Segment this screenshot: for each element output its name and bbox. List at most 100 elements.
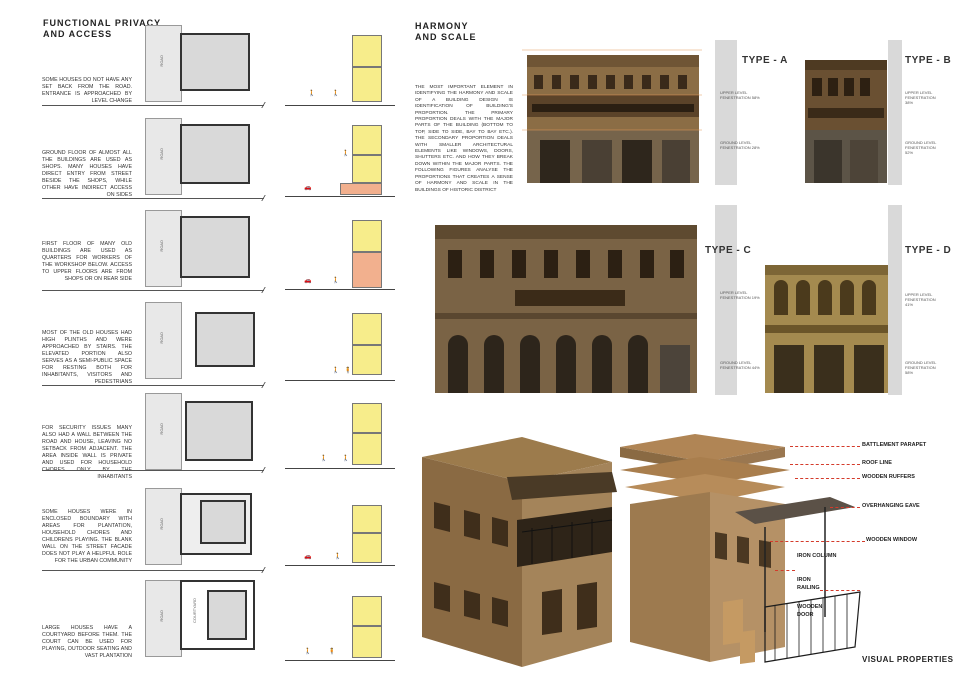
street-section-5: 🚶 🚶 [280,398,400,478]
type-c-label: TYPE - C [705,245,752,256]
type-b-upper-fenestration: UPPER LEVEL FENESTRATION 38% [905,90,939,105]
ground-floor-block [352,67,382,102]
road-strip [145,393,182,470]
road-label: ROAD [159,55,164,67]
type-a-upper-fenestration: UPPER LEVEL FENESTRATION 58% [720,90,760,100]
road-strip [145,118,182,195]
ground-floor-block [352,626,382,658]
facade-drawing [765,265,893,393]
shop-block [340,183,382,195]
facade-drawing [805,60,887,183]
fenestration-pct: 52% [905,150,914,155]
house-footprint [195,312,255,367]
building-render-drawing [422,437,617,667]
title-line-2: AND ACCESS [43,29,113,39]
car-figure: 🚗 [304,554,312,560]
fenestration-pct: 19% [751,295,760,300]
car-figure: 🚗 [304,278,312,284]
callout-line [775,570,795,571]
road-label: ROAD [159,423,164,435]
upper-floor-block [352,403,382,433]
callout-battlement-parapet: BATTLEMENT PARAPET [862,442,927,448]
facade-type-c [420,205,700,395]
fenestration-pct: 58% [751,95,760,100]
upper-floor-block [352,220,382,252]
callout-iron-railing: IRON RAILING [797,577,820,591]
road-strip [145,580,182,657]
road-label: ROAD [159,610,164,622]
callout-line [795,478,860,479]
car-figure: 🚗 [304,185,312,191]
harmony-text: THE MOST IMPORTANT ELEMENT IN IDENTIFYIN… [415,85,513,193]
callout-iron-column: IRON COLUMN [797,553,837,559]
type-d-ground-fenestration: GROUND LEVEL FENESTRATION 58% [905,360,939,375]
pedestrian-figure: 🚶 [304,649,312,655]
ground-line [285,565,395,566]
road-strip [145,25,182,102]
site-plan-5: ROAD [145,393,260,470]
road-strip [145,210,182,287]
callout-wooden-door: WOODEN DOOR [797,604,823,618]
fenestration-label: GROUND LEVEL FENESTRATION [720,360,752,370]
facade-type-d [760,205,895,395]
section-text-5: FOR SECURITY ISSUES MANY ALSO HAD A WALL… [42,425,132,480]
separator [42,105,264,106]
pedestrian-figure: 🚶 [332,368,340,374]
pedestrian-figure: 🚶 [342,151,350,157]
facade-type-a [522,40,702,185]
section-text-4: MOST OF THE OLD HOUSES HAD HIGH PLINTHS … [42,330,132,385]
fenestration-label: GROUND LEVEL FENESTRATION [720,140,752,150]
house-footprint [180,33,250,91]
house-footprint [200,500,246,544]
facade-drawing [522,49,702,183]
upper-floor-block [352,35,382,67]
street-section-7: 🚶 🧍 [280,590,400,670]
proportion-bar-a [715,40,737,185]
section-text-1: SOME HOUSES DO NOT HAVE ANY SET BACK FRO… [42,77,132,104]
callout-wooden-window: WOODEN WINDOW [866,537,918,543]
ground-floor-block [352,345,382,375]
ground-line [285,380,395,381]
pedestrian-figure: 🚶 [320,456,328,462]
site-plan-6: ROAD [145,488,260,565]
site-plan-3: ROAD [145,210,260,287]
type-d-upper-fenestration: UPPER LEVEL FENESTRATION 41% [905,292,939,307]
upper-floor-block [352,125,382,155]
ground-floor-block [352,433,382,465]
upper-floor-block [352,596,382,626]
fenestration-label: GROUND LEVEL FENESTRATION [905,140,937,150]
fenestration-label: GROUND LEVEL FENESTRATION [905,360,937,370]
section-text-2: GROUND FLOOR OF ALMOST ALL THE BUILDINGS… [42,150,132,198]
upper-floor-block [352,313,382,345]
road-label: ROAD [159,332,164,344]
visual-properties-title: VISUAL PROPERTIES [862,655,954,664]
ground-line [285,105,395,106]
separator [42,290,264,291]
pedestrian-figure: 🚶 [308,91,316,97]
fenestration-pct: 38% [905,100,914,105]
house-footprint [185,401,253,461]
separator [42,385,264,386]
callout-line [790,446,860,447]
courtyard-label: COURTYARD [192,598,197,623]
callout-wooden-ruffers: WOODEN RUFFERS [862,474,915,480]
separator [42,570,264,571]
seated-figure: 🧍 [344,368,352,374]
ground-floor-block [352,155,382,183]
facade-type-b [800,40,890,185]
type-b-ground-fenestration: GROUND LEVEL FENESTRATION 52% [905,140,939,155]
type-d-label: TYPE - D [905,245,952,256]
functional-privacy-title: FUNCTIONAL PRIVACY AND ACCESS [43,18,161,40]
separator [42,470,264,471]
separator [42,198,264,199]
street-section-6: 🚗 🚶 [280,495,400,575]
callout-roof-line: ROOF LINE [862,460,892,466]
type-b-label: TYPE - B [905,55,952,66]
street-section-1: 🚶 🚶 [280,30,400,110]
building-3d-render [412,432,622,672]
fenestration-pct: 41% [905,302,914,307]
fenestration-pct: 44% [751,365,760,370]
street-section-4: 🚶 🧍 [280,305,400,385]
ground-line [285,660,395,661]
proportion-bar-d [888,205,902,395]
